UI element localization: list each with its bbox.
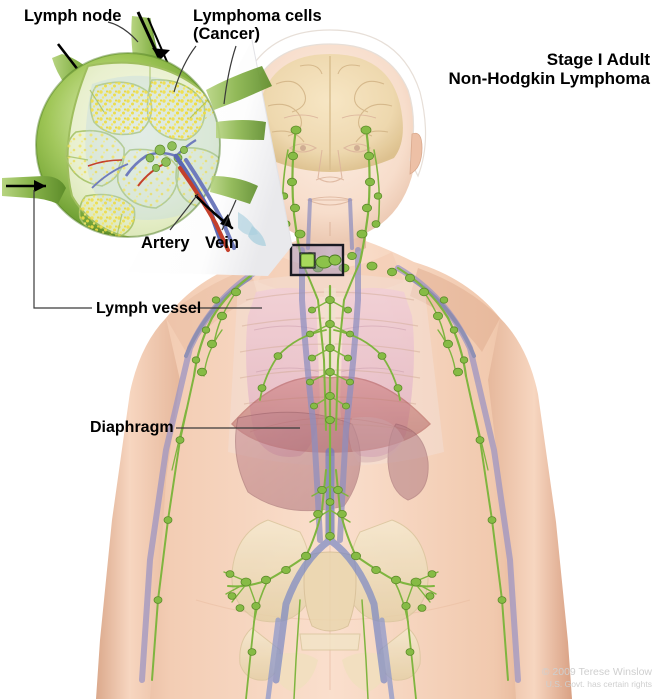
hilum-vessels [87, 139, 197, 189]
label-diaphragm: Diaphragm [90, 419, 174, 436]
lymph-nodes [153, 125, 507, 656]
copyright-line1: © 2009 Terese Winslow [541, 666, 652, 679]
label-lymphoma-cells-line1: Lymphoma cells [193, 7, 322, 25]
leader-lines [33, 21, 300, 429]
body-illustration [96, 29, 572, 699]
face-features [283, 114, 377, 236]
stage-highlight-box [289, 243, 345, 277]
artery-vein-bundle [173, 153, 266, 252]
node-right-vessels [206, 66, 272, 204]
label-artery: Artery [141, 234, 190, 252]
stomach [349, 416, 404, 463]
label-lymph-node: Lymph node [24, 7, 122, 25]
label-lymphoma-cells-line2: (Cancer) [193, 25, 260, 44]
spleen [387, 423, 429, 501]
label-vein: Vein [205, 234, 239, 252]
figure-title-line2: Non-Hodgkin Lymphoma [448, 69, 650, 89]
label-lymphoma-cells: Lymphoma cells(Cancer) [193, 7, 322, 44]
copyright-line2: U.S. Govt. has certain rights [545, 678, 652, 689]
lymph-node-inset [2, 11, 272, 252]
label-lymph-vessel: Lymph vessel [96, 300, 202, 317]
lymphoma-cells [66, 79, 220, 237]
brain [257, 54, 403, 172]
node-interior [65, 61, 220, 237]
figure-title-line1: Stage I Adult [546, 50, 650, 69]
